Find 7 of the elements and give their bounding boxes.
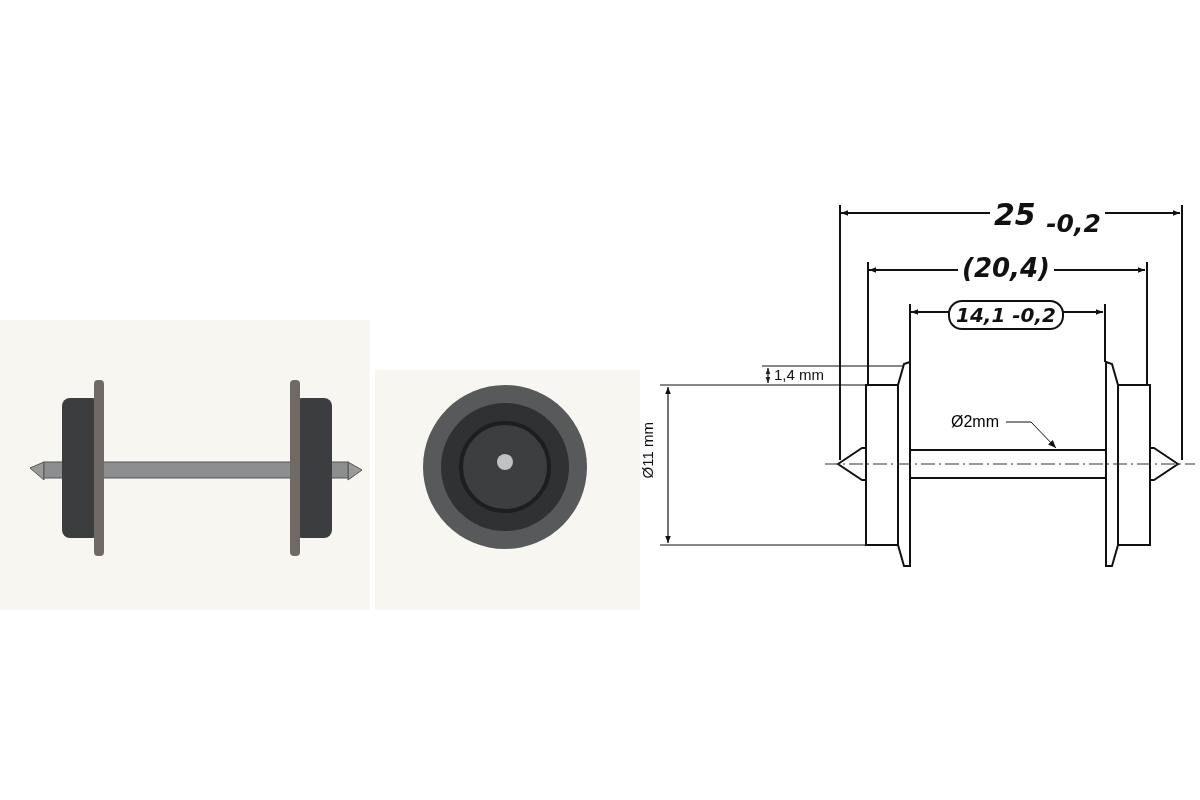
dimension-label: 25 $_{-0,2}$ <box>990 200 1105 236</box>
leader-line <box>1005 421 1057 449</box>
axle <box>911 449 1105 479</box>
dimension-label: 14,1 -0,2 <box>948 300 1065 330</box>
dimension-label: (20,4) <box>958 255 1054 281</box>
dimension-label: Ø2mm <box>944 412 1006 432</box>
dimension-label: Ø11 mm <box>640 420 655 481</box>
